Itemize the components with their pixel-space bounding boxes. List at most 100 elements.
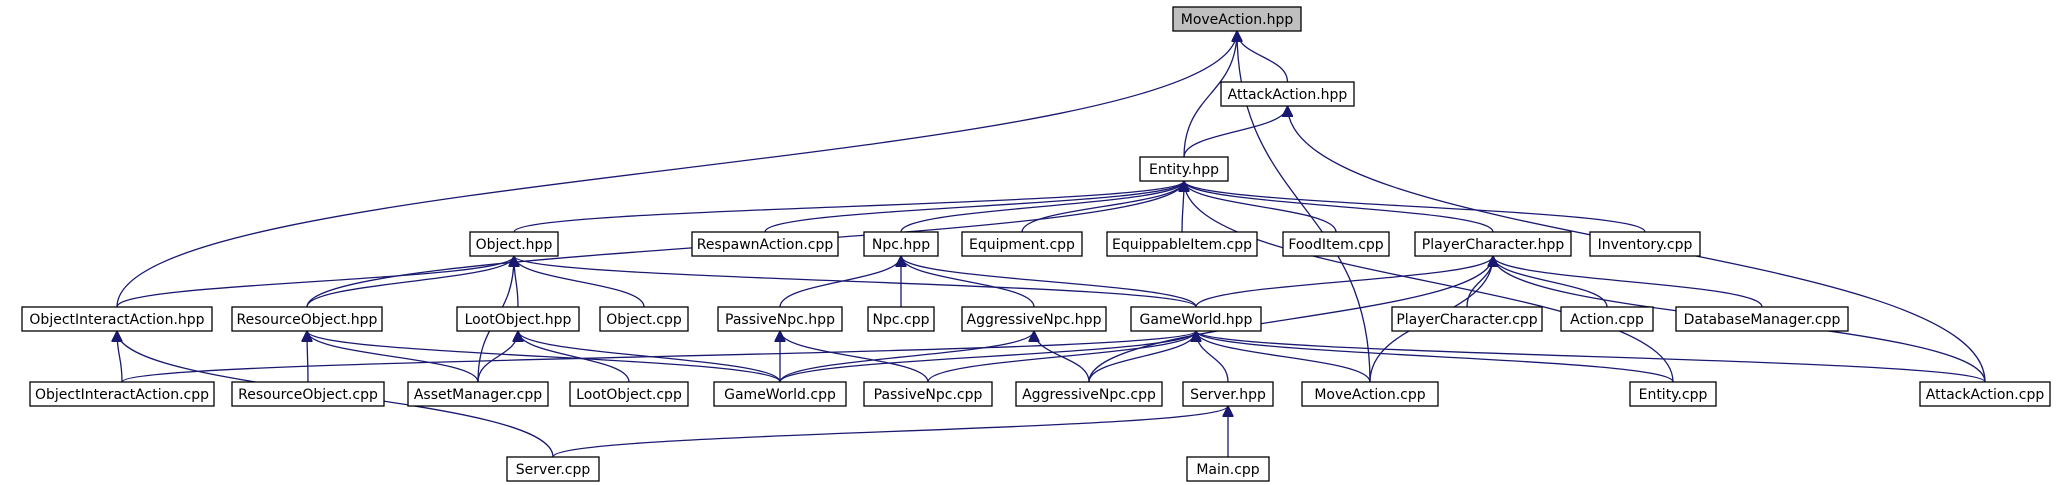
edge-gameworld_cpp-to-resourceobject_hpp	[307, 330, 781, 383]
node-label: FoodItem.cpp	[1288, 237, 1383, 253]
node-objectinteractaction-cpp[interactable]: ObjectInteractAction.cpp	[29, 381, 215, 407]
node-box	[1919, 381, 2051, 407]
node-label: AggressiveNpc.hpp	[967, 312, 1102, 328]
edge-passivenpc_cpp-to-gameworld_hpp	[927, 330, 1196, 383]
node-resourceobject-cpp[interactable]: ResourceObject.cpp	[231, 381, 385, 407]
node-fooditem-cpp[interactable]: FoodItem.cpp	[1282, 231, 1390, 257]
node-label: ResourceObject.hpp	[237, 312, 378, 328]
edge-gameworld_hpp-to-object_hpp	[514, 255, 1197, 308]
node-label: LootObject.cpp	[576, 387, 682, 403]
node-label: MoveAction.hpp	[1181, 12, 1294, 28]
node-box	[456, 306, 580, 332]
node-box	[961, 231, 1083, 257]
edge-attackaction_hpp-to-moveaction_hpp	[1237, 30, 1289, 83]
node-inventory-cpp[interactable]: Inventory.cpp	[1589, 231, 1701, 257]
edge-equippableitem_cpp-to-entity_hpp	[1182, 181, 1184, 233]
node-aggressivenpc-hpp[interactable]: AggressiveNpc.hpp	[961, 306, 1107, 332]
edge-object_cpp-to-object_hpp	[514, 255, 645, 308]
node-gameworld-cpp[interactable]: GameWorld.cpp	[713, 381, 847, 407]
edge-entity_hpp-to-attackaction_hpp	[1183, 105, 1288, 158]
node-box	[691, 231, 839, 257]
node-assetmanager-cpp[interactable]: AssetManager.cpp	[407, 381, 549, 407]
node-box	[569, 381, 689, 407]
node-layer: MoveAction.hppAttackAction.hppEntity.hpp…	[21, 6, 2051, 482]
node-playercharacter-cpp[interactable]: PlayerCharacter.cpp	[1391, 306, 1543, 332]
node-label: Entity.hpp	[1149, 162, 1219, 178]
node-playercharacter-hpp[interactable]: PlayerCharacter.hpp	[1414, 231, 1572, 257]
node-gameworld-hpp[interactable]: GameWorld.hpp	[1130, 306, 1262, 332]
node-label: Server.cpp	[516, 462, 591, 478]
node-label: Npc.hpp	[872, 237, 930, 253]
edge-assetmanager_cpp-to-lootobject_hpp	[477, 330, 518, 383]
node-lootobject-hpp[interactable]: LootObject.hpp	[456, 306, 580, 332]
node-object-hpp[interactable]: Object.hpp	[469, 231, 559, 257]
edge-object_hpp-to-entity_hpp	[513, 180, 1184, 233]
node-label: Object.hpp	[476, 237, 553, 253]
node-npc-hpp[interactable]: Npc.hpp	[863, 231, 939, 257]
node-box	[1414, 231, 1572, 257]
node-aggressivenpc-cpp[interactable]: AggressiveNpc.cpp	[1015, 381, 1163, 407]
edge-passivenpc_hpp-to-npc_hpp	[779, 255, 901, 308]
node-label: RespawnAction.cpp	[697, 237, 834, 253]
edge-lootobject_hpp-to-object_hpp	[514, 256, 518, 308]
node-box	[1391, 306, 1543, 332]
node-box	[29, 381, 215, 407]
node-box	[1130, 306, 1262, 332]
node-box	[1139, 156, 1229, 182]
node-box	[1629, 381, 1717, 407]
edge-layer	[117, 30, 1986, 458]
node-attackaction-cpp[interactable]: AttackAction.cpp	[1919, 381, 2051, 407]
edge-entity_cpp-to-entity_hpp	[1184, 181, 1674, 383]
node-label: Inventory.cpp	[1598, 237, 1693, 253]
node-label: ResourceObject.cpp	[238, 387, 378, 403]
edge-gameworld_hpp-to-npc_hpp	[901, 255, 1197, 308]
node-label: AttackAction.cpp	[1926, 387, 2045, 403]
node-box	[1589, 231, 1701, 257]
node-entity-cpp[interactable]: Entity.cpp	[1629, 381, 1717, 407]
node-box	[713, 381, 847, 407]
node-label: AggressiveNpc.cpp	[1022, 387, 1156, 403]
node-label: PassiveNpc.cpp	[874, 387, 983, 403]
node-entity-hpp[interactable]: Entity.hpp	[1139, 156, 1229, 182]
edge-server_cpp-to-server_hpp	[552, 405, 1228, 458]
node-box	[599, 306, 689, 332]
edge-aggressivenpc_hpp-to-npc_hpp	[901, 255, 1035, 308]
node-objectinteractaction-hpp[interactable]: ObjectInteractAction.hpp	[21, 306, 213, 332]
node-box	[231, 381, 385, 407]
node-box	[1560, 306, 1654, 332]
node-action-cpp[interactable]: Action.cpp	[1560, 306, 1654, 332]
node-respawnaction-cpp[interactable]: RespawnAction.cpp	[691, 231, 839, 257]
edge-passivenpc_cpp-to-passivenpc_hpp	[780, 330, 929, 383]
node-npc-cpp[interactable]: Npc.cpp	[867, 306, 935, 332]
node-server-cpp[interactable]: Server.cpp	[506, 456, 600, 482]
node-moveaction-hpp[interactable]: MoveAction.hpp	[1172, 6, 1302, 32]
node-moveaction-cpp[interactable]: MoveAction.cpp	[1301, 381, 1439, 407]
node-server-hpp[interactable]: Server.hpp	[1182, 381, 1274, 407]
node-box	[469, 231, 559, 257]
node-label: ObjectInteractAction.hpp	[29, 312, 204, 328]
edge-entity_cpp-to-gameworld_hpp	[1196, 330, 1674, 383]
node-label: Entity.cpp	[1639, 387, 1708, 403]
node-resourceobject-hpp[interactable]: ResourceObject.hpp	[231, 306, 383, 332]
node-label: DatabaseManager.cpp	[1684, 312, 1841, 328]
node-box	[1172, 6, 1302, 32]
node-passivenpc-hpp[interactable]: PassiveNpc.hpp	[717, 306, 843, 332]
node-box	[1106, 231, 1258, 257]
node-main-cpp[interactable]: Main.cpp	[1186, 456, 1270, 482]
node-object-cpp[interactable]: Object.cpp	[599, 306, 689, 332]
node-attackaction-hpp[interactable]: AttackAction.hpp	[1220, 81, 1355, 107]
node-label: PlayerCharacter.hpp	[1422, 237, 1565, 253]
node-equippableitem-cpp[interactable]: EquippableItem.cpp	[1106, 231, 1258, 257]
node-box	[506, 456, 600, 482]
edge-playercharacter_hpp-to-entity_hpp	[1184, 180, 1494, 233]
node-label: Equipment.cpp	[969, 237, 1075, 253]
node-box	[231, 306, 383, 332]
edge-gameworld_cpp-to-gameworld_hpp	[779, 330, 1196, 383]
node-passivenpc-cpp[interactable]: PassiveNpc.cpp	[863, 381, 993, 407]
node-equipment-cpp[interactable]: Equipment.cpp	[961, 231, 1083, 257]
node-lootobject-cpp[interactable]: LootObject.cpp	[569, 381, 689, 407]
node-databasemanager-cpp[interactable]: DatabaseManager.cpp	[1675, 306, 1849, 332]
edge-resourceobject_hpp-to-object_hpp	[306, 255, 514, 308]
edge-entity_hpp-to-moveaction_hpp	[1183, 31, 1237, 158]
